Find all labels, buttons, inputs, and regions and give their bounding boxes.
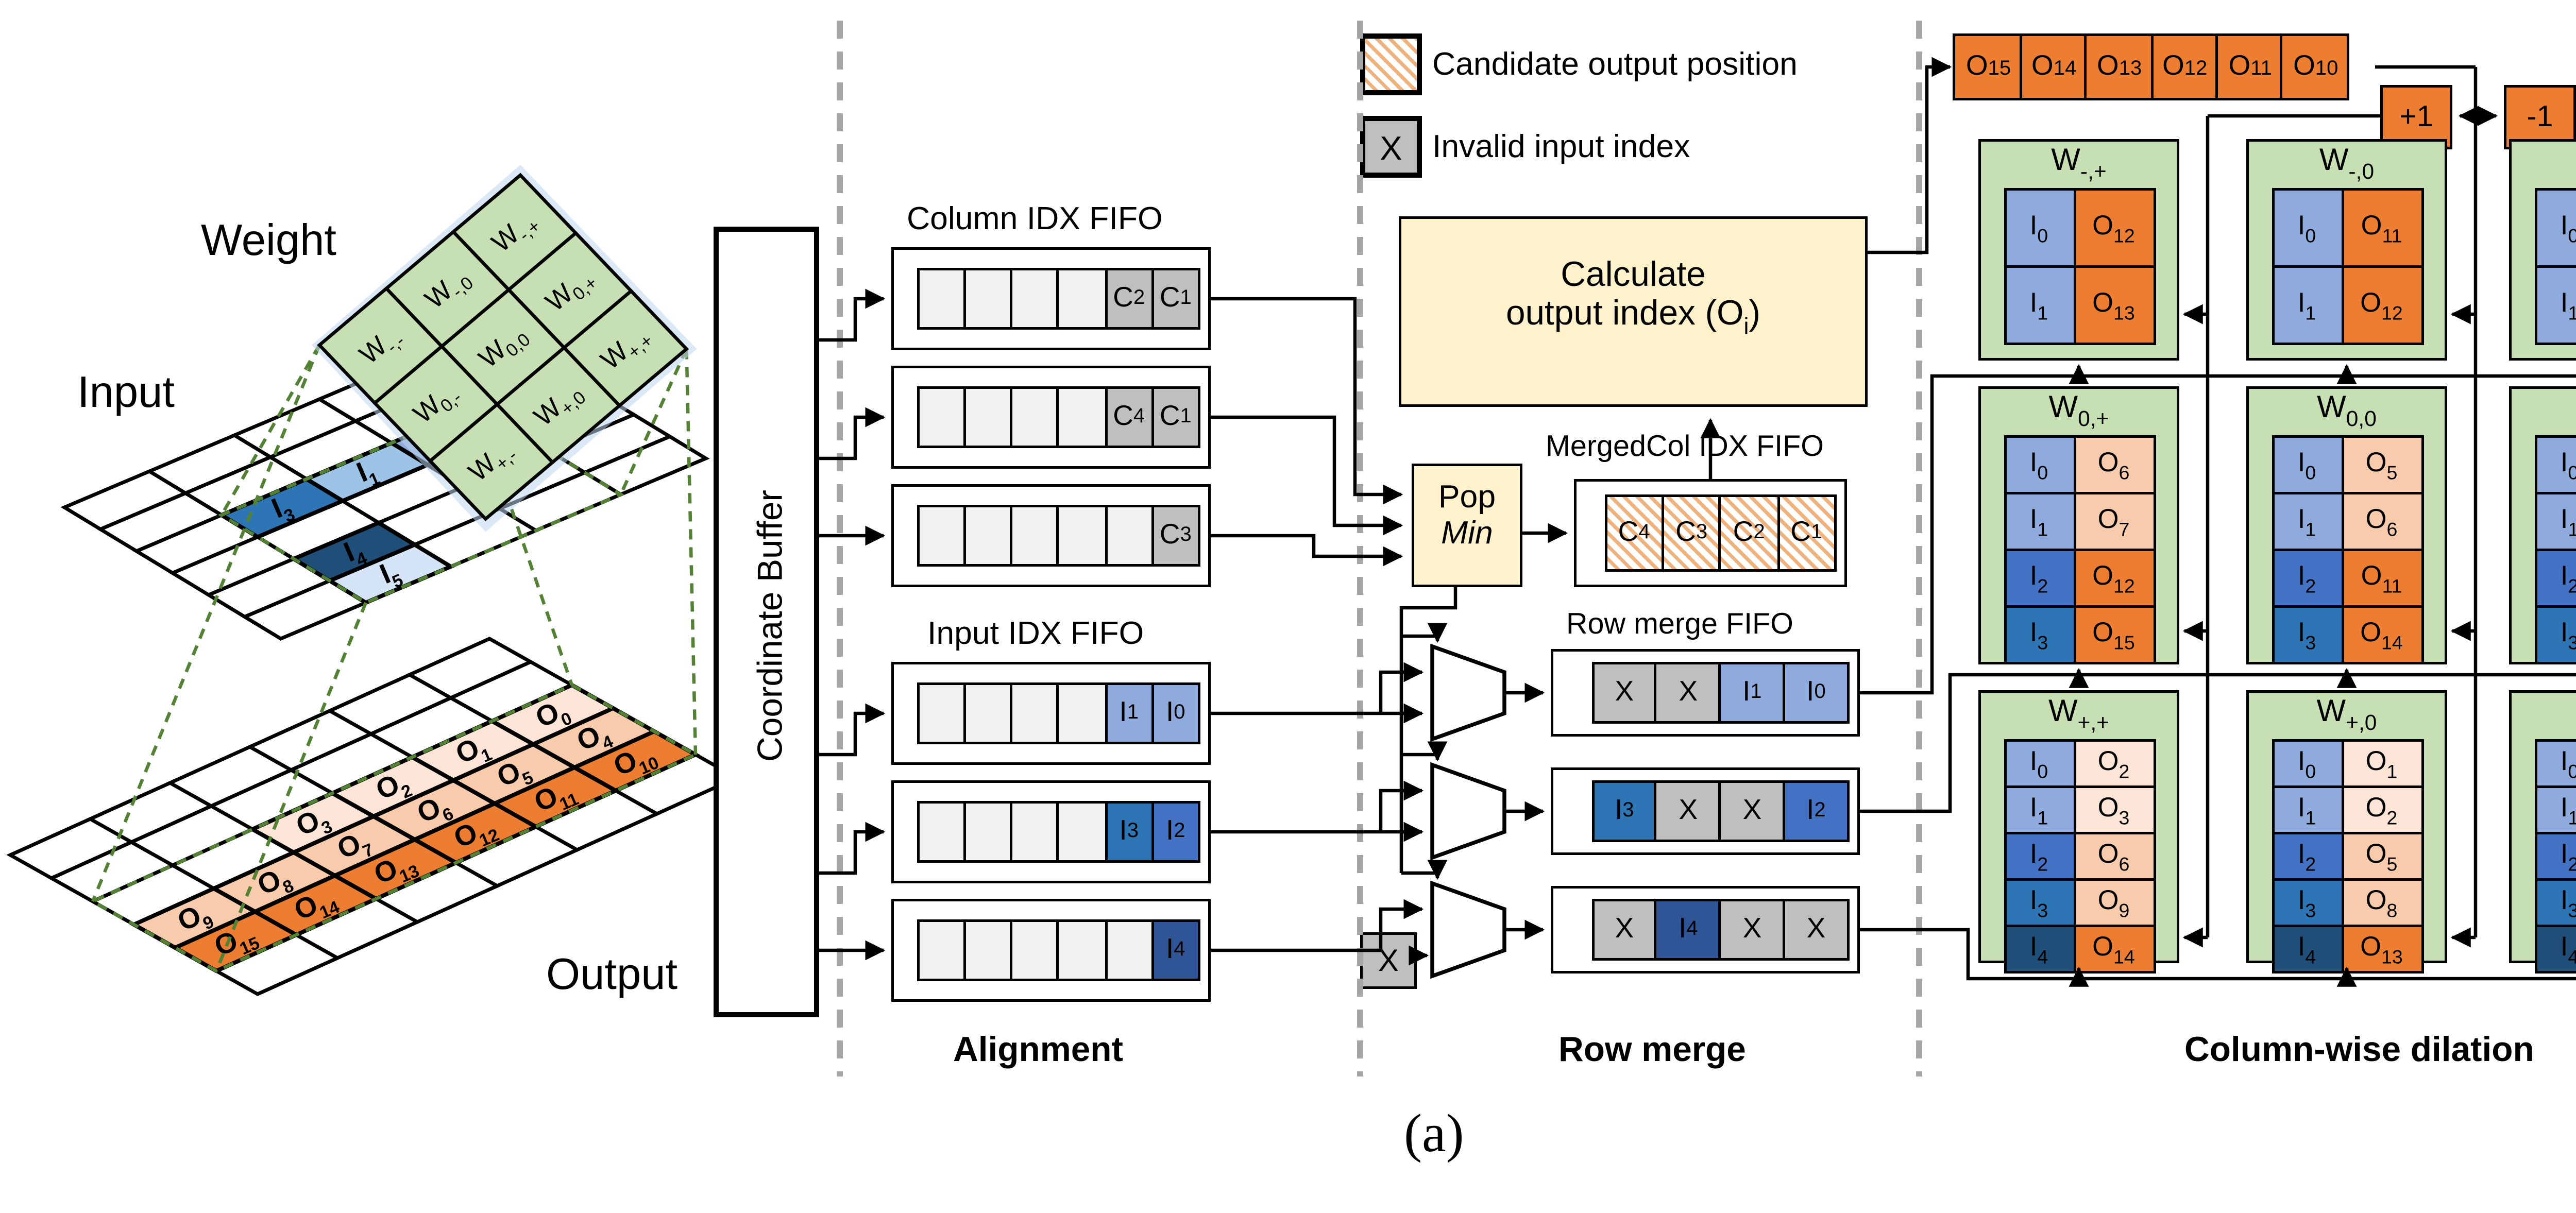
w-input-cell: I0 [2270,189,2343,269]
w-output-cell: O9 [2072,879,2155,928]
w-input-cell: I2 [2533,832,2576,882]
w-input-cell: I3 [2533,879,2576,928]
fifo-cell-invalid: X [1783,899,1850,961]
caption-a: (a) [1404,1102,1464,1164]
calc-line2: output index (Oi) [1505,294,1761,339]
plus-one-box: +1 [2380,85,2452,149]
w-box-title: W-,+ [2051,142,2107,184]
w-output-cell: O8 [2340,879,2423,928]
section-row-merge: Row merge [1558,1030,1746,1069]
fifo-cell-empty [964,386,1014,448]
section-dilation: Column-wise dilation [2184,1030,2534,1069]
weight-cell [562,288,689,408]
fifo-cell-empty [1057,919,1107,981]
fifo-cell-empty [1057,386,1107,448]
legend-candidate-label: Candidate output position [1432,46,1798,82]
weight-grid: W-,-W-,0W-,+W0,-W0,0W0,+W+,-W+,0W+,+ [312,165,697,532]
column-fifo-title: Column IDX FIFO [907,201,1163,237]
fifo-cell-empty [964,268,1014,330]
fifo-cell-invalid: X [1718,899,1786,961]
pop-label: Pop [1438,479,1496,515]
row-merge-fifo-title: Row merge FIFO [1566,610,1793,641]
fifo-cell-invalid: X [1590,662,1658,724]
w-input-cell: I1 [2003,266,2075,346]
w-input-cell: I2 [2003,832,2075,882]
input-label: Input [77,368,175,417]
w-output-cell: O5 [2340,832,2423,882]
fifo-cell-invalid: X [1590,899,1658,961]
fifo-cell-invalid: X [1654,662,1722,724]
w-output-cell: O12 [2072,189,2155,269]
pop-min-box: Pop Min [1412,464,1522,587]
section-alignment: Alignment [953,1030,1123,1069]
w-input-cell: I0 [2003,189,2075,269]
input-fifo-title: Input IDX FIFO [927,616,1144,652]
legend-invalid-label: Invalid input index [1432,129,1690,165]
fifo-cell-invalid: X [1654,780,1722,842]
legend-swatch-invalid: X [1360,116,1422,178]
calc-line1: Calculate [1561,255,1706,294]
w-input-cell: I1 [2533,266,2576,346]
weight-label: Weight [201,216,337,265]
hatch-pattern-icon [1365,39,1417,90]
w-box: W-,-I0O10I1O11 [2509,139,2576,361]
w-output-cell: O11 [2340,189,2423,269]
projection-lines [89,344,700,973]
fifo-cell-empty [964,682,1014,744]
w-input-cell: I0 [2533,189,2576,269]
w-output-cell: O12 [2340,266,2423,346]
fifo-cell-empty [1104,505,1154,567]
output-label: Output [546,950,678,999]
w-box-title: W-,0 [2319,142,2375,184]
w-output-cell: O13 [2072,266,2155,346]
w-output-cell: O6 [2072,832,2155,882]
w-input-cell: I3 [2270,879,2343,928]
minus-one-box: -1 [2504,85,2576,149]
coordinate-buffer-box: Coordinate Buffer [714,227,819,1017]
calculate-output-index-box: Calculate output index (Oi) [1399,216,1868,407]
highlight-cell [217,476,347,539]
w-input-cell: I2 [2270,832,2343,882]
fifo-cell-empty [1104,919,1154,981]
w-input-cell: I1 [2270,266,2343,346]
fifo-cell-invalid: X [1718,780,1786,842]
w-input-cell: I3 [2003,879,2075,928]
mergedcol-fifo-title: MergedCol IDX FIFO [1546,433,1824,464]
min-label: Min [1441,515,1493,551]
